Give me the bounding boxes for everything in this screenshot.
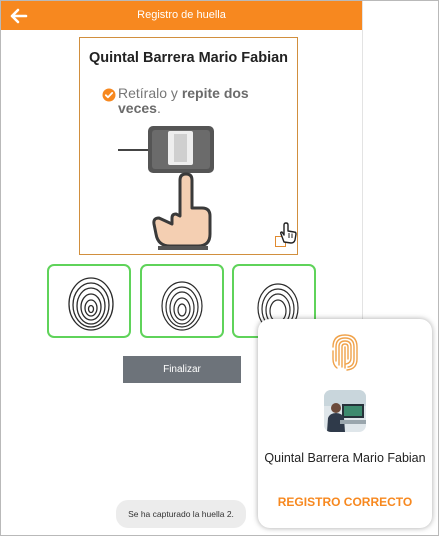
fingerprint-slot-1[interactable] <box>47 264 131 338</box>
finger-scanner-illustration <box>118 126 214 250</box>
popup-person-name: Quintal Barrera Mario Fabian <box>264 451 426 465</box>
fingerprint-icon <box>332 334 358 371</box>
side-panel <box>362 1 438 319</box>
avatar <box>324 390 366 432</box>
fingerprint-image <box>161 281 203 331</box>
capture-card: Quintal Barrera Mario Fabian Retíralo y … <box>79 37 298 255</box>
fingerprint-image <box>68 277 114 331</box>
arrow-left-icon[interactable] <box>9 6 29 26</box>
status-toast: Se ha capturado la huella 2. <box>116 500 246 528</box>
page-title: Registro de huella <box>137 9 226 21</box>
check-circle-icon <box>102 88 116 102</box>
person-name: Quintal Barrera Mario Fabian <box>89 50 289 66</box>
header-bar: Registro de huella <box>1 1 362 30</box>
hand-pointer-icon <box>279 222 297 244</box>
status-badge: REGISTRO CORRECTO <box>277 495 413 509</box>
result-popup: Quintal Barrera Mario Fabian REGISTRO CO… <box>258 319 432 528</box>
finalize-button[interactable]: Finalizar <box>123 356 241 383</box>
fingerprint-slot-2[interactable] <box>140 264 224 338</box>
instruction-text: Retíralo y repite dos veces. <box>118 85 249 116</box>
